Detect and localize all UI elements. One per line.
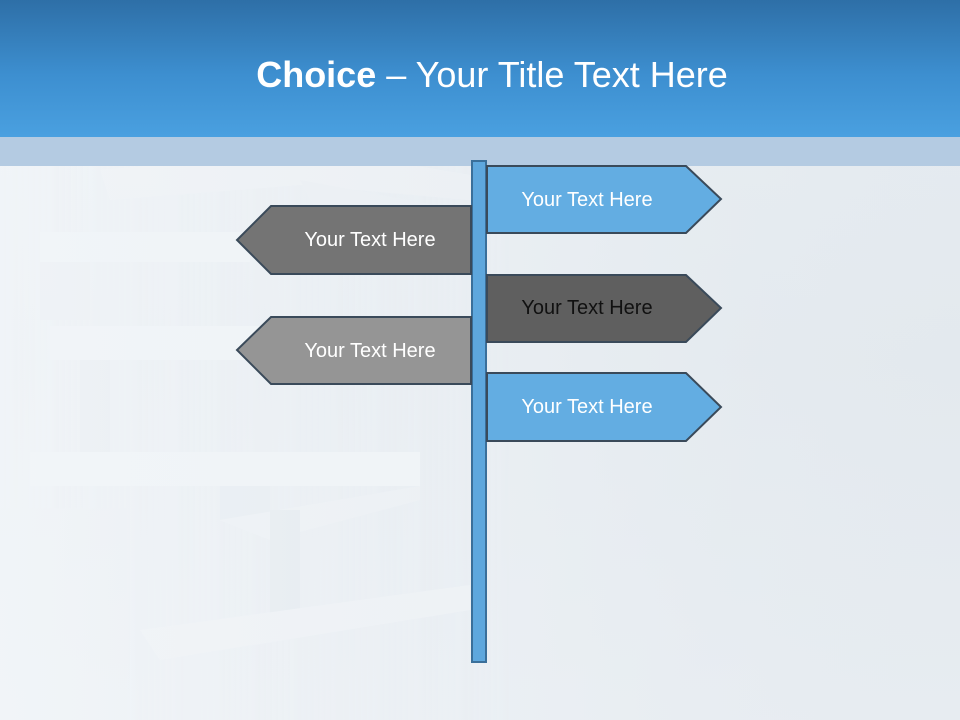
- arrow-sign-5-label: Your Text Here: [521, 396, 653, 418]
- arrow-sign-3-label: Your Text Here: [521, 297, 653, 319]
- arrow-sign-1-label: Your Text Here: [521, 189, 653, 211]
- arrow-sign-4-label: Your Text Here: [304, 340, 436, 362]
- arrow-sign-4[interactable]: [235, 316, 472, 385]
- title-bar: [0, 0, 960, 137]
- arrow-sign-5[interactable]: [486, 372, 723, 442]
- slide-title-rest: – Your Title Text Here: [376, 54, 728, 95]
- arrow-sign-2[interactable]: [235, 205, 472, 275]
- arrow-sign-2-label: Your Text Here: [304, 229, 436, 251]
- arrow-sign-3[interactable]: [486, 274, 723, 343]
- arrow-sign-1[interactable]: [486, 165, 723, 234]
- slide-title: Choice – Your Title Text Here: [0, 52, 960, 98]
- slide-title-bold: Choice: [256, 54, 377, 95]
